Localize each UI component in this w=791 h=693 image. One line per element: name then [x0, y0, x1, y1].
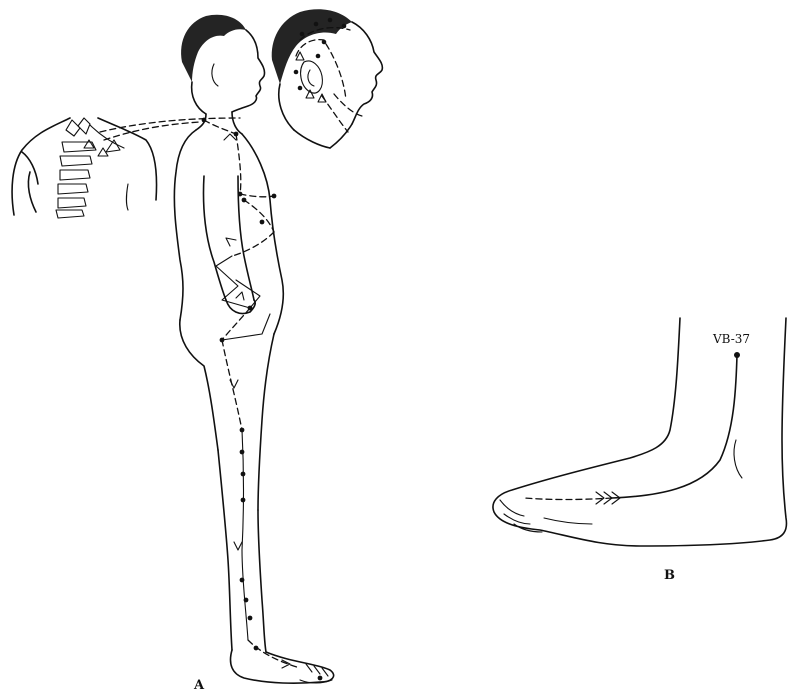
point-label: VB-37	[712, 332, 750, 346]
head-profile-detail	[272, 9, 383, 148]
standing-figure	[174, 15, 333, 683]
foot-detail	[493, 318, 787, 546]
shoulder-spine-detail	[12, 118, 240, 218]
panel-a-label: A	[193, 678, 205, 693]
panel-b-label: B	[664, 568, 675, 583]
